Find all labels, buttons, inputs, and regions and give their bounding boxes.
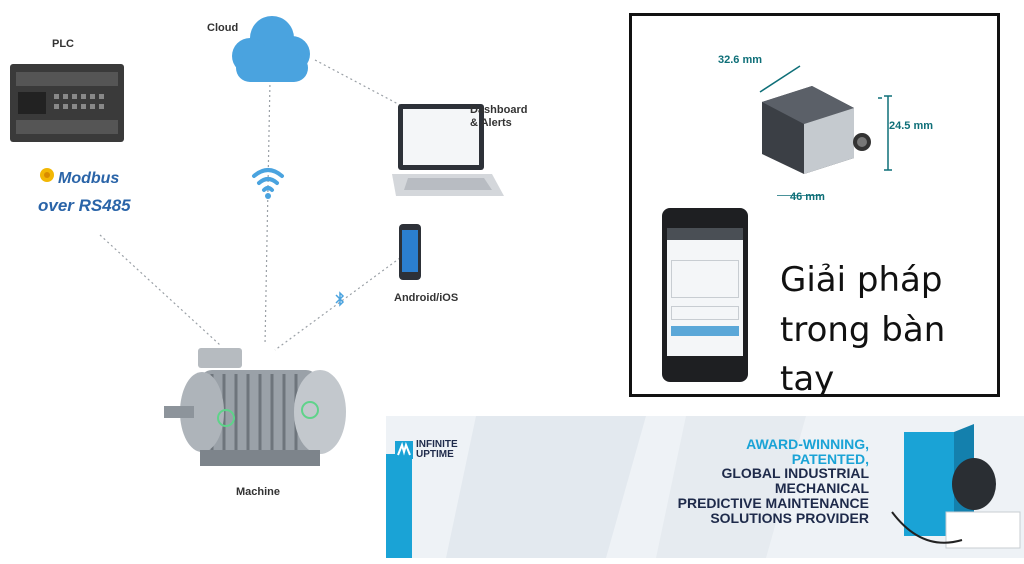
product-panel: 32.6 mm 24.5 mm 46 mm Giải pháp trong bà… xyxy=(629,13,1000,399)
headline-line4: MECHANICAL xyxy=(774,480,869,496)
machine-label: Machine xyxy=(236,486,281,498)
infinite-uptime-logo-icon xyxy=(394,440,414,460)
headline-line6: SOLUTIONS PROVIDER xyxy=(710,510,869,526)
tagline-line2: trong bàn tay xyxy=(780,310,946,400)
dim-height-label: 24.5 mm xyxy=(889,120,934,132)
dashboard-label-line2: & Alerts xyxy=(470,117,512,129)
cloud-label: Cloud xyxy=(207,22,239,34)
tagline-line1: Giải pháp xyxy=(780,260,943,300)
dashboard-label-line1: Dashboard xyxy=(470,104,528,116)
link-mobile-machine xyxy=(274,257,401,351)
cloud-icon xyxy=(222,8,318,88)
modbus-title: Modbus xyxy=(58,170,120,187)
dashboard-label: Dashboard & Alerts xyxy=(470,104,527,130)
link-cloud-machine xyxy=(264,79,271,346)
smartphone-app-image xyxy=(662,208,748,382)
modbus-logo-icon xyxy=(36,164,58,186)
infinite-uptime-logo-text: INFINITE UPTIME xyxy=(416,440,458,460)
laptop-icon xyxy=(388,100,506,206)
headline-line2: PATENTED, xyxy=(791,451,869,467)
sensor-device-image xyxy=(759,65,882,196)
plc-label: PLC xyxy=(52,38,74,50)
dim-height-marker xyxy=(884,95,892,171)
logo-line1: INFINITE xyxy=(416,439,458,450)
modbus-subtitle: over RS485 xyxy=(38,196,131,215)
link-cloud-dashboard xyxy=(314,59,401,106)
dim-width-label: 32.6 mm xyxy=(718,54,763,66)
bluetooth-icon xyxy=(334,290,346,308)
product-box-image xyxy=(891,424,1021,549)
headline-line5: PREDICTIVE MAINTENANCE xyxy=(677,495,869,511)
electric-motor-image xyxy=(160,342,350,477)
mobile-label: Android/iOS xyxy=(394,292,459,304)
dim-depth-label: 46 mm xyxy=(790,191,825,203)
link-plc-machine xyxy=(99,234,221,346)
banner-background-shapes xyxy=(386,416,806,558)
plc-device-icon xyxy=(8,58,126,144)
smartphone-icon xyxy=(397,222,423,282)
logo-line2: UPTIME xyxy=(416,449,454,460)
wifi-icon xyxy=(246,158,290,206)
headline-line1: AWARD-WINNING, xyxy=(746,436,869,452)
infinite-uptime-banner: INFINITE UPTIME AWARD-WINNING, PATENTED,… xyxy=(386,416,1024,558)
headline-line3: GLOBAL INDUSTRIAL xyxy=(721,465,869,481)
